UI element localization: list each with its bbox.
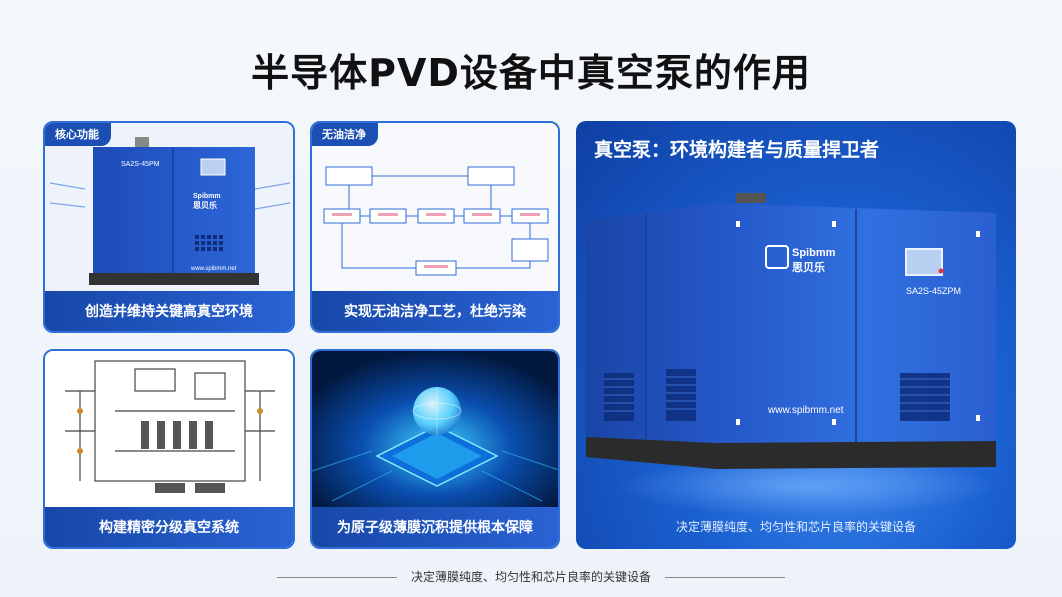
model-label: SA2S-45PM (121, 161, 160, 168)
card-caption: 创造并维持关键高真空环境 (45, 291, 293, 331)
brand-logo: Spibmm 思贝乐 (792, 247, 835, 275)
divider-right (664, 577, 785, 578)
pump-illustration: SA2S-45PM Spibmm 思贝乐 www.spibmm.net (45, 123, 293, 295)
divider-left (277, 577, 398, 578)
model-label: SA2S-45ZPM (906, 286, 962, 296)
card-tag: 核心功能 (45, 123, 111, 146)
brand-en: Spibmm (792, 247, 836, 259)
flow-diagram (312, 123, 558, 295)
card-atomic-deposition: 为原子级薄膜沉积提供根本保障 (310, 349, 560, 549)
system-schematic (45, 351, 293, 511)
wafer-chip-illustration (312, 351, 558, 511)
feature-panel: 真空泵：环境构建者与质量捍卫者 (576, 121, 1016, 549)
brand-logo: Spibmm 思贝乐 (193, 193, 221, 211)
vacuum-pump-image (586, 193, 996, 516)
footer-text: 决定薄膜纯度、均匀性和芯片良率的关键设备 (410, 570, 651, 584)
page-title: 半导体PVD设备中真空泵的作用 (251, 51, 811, 95)
brand-cn: 思贝乐 (193, 201, 217, 210)
website-label: www.spibmm.net (191, 266, 237, 272)
card-caption: 构建精密分级真空系统 (45, 507, 293, 547)
brand-cn: 思贝乐 (792, 262, 825, 274)
feature-heading: 真空泵：环境构建者与质量捍卫者 (594, 139, 880, 161)
card-core-function: 核心功能 SA2S-45PM S (43, 121, 295, 333)
card-caption: 为原子级薄膜沉积提供根本保障 (312, 507, 558, 547)
card-vacuum-system: 构建精密分级真空系统 (43, 349, 295, 549)
page-footer: 决定薄膜纯度、均匀性和芯片良率的关键设备 (0, 568, 1062, 585)
vent-grille (604, 369, 950, 421)
feature-footnote: 决定薄膜纯度、均匀性和芯片良率的关键设备 (675, 520, 916, 534)
card-oil-free: 无油洁净 (310, 121, 560, 333)
website-label: www.spibmm.net (768, 405, 844, 416)
brand-en: Spibmm (193, 193, 221, 200)
card-tag: 无油洁净 (312, 123, 378, 146)
card-caption: 实现无油洁净工艺，杜绝污染 (312, 291, 558, 331)
